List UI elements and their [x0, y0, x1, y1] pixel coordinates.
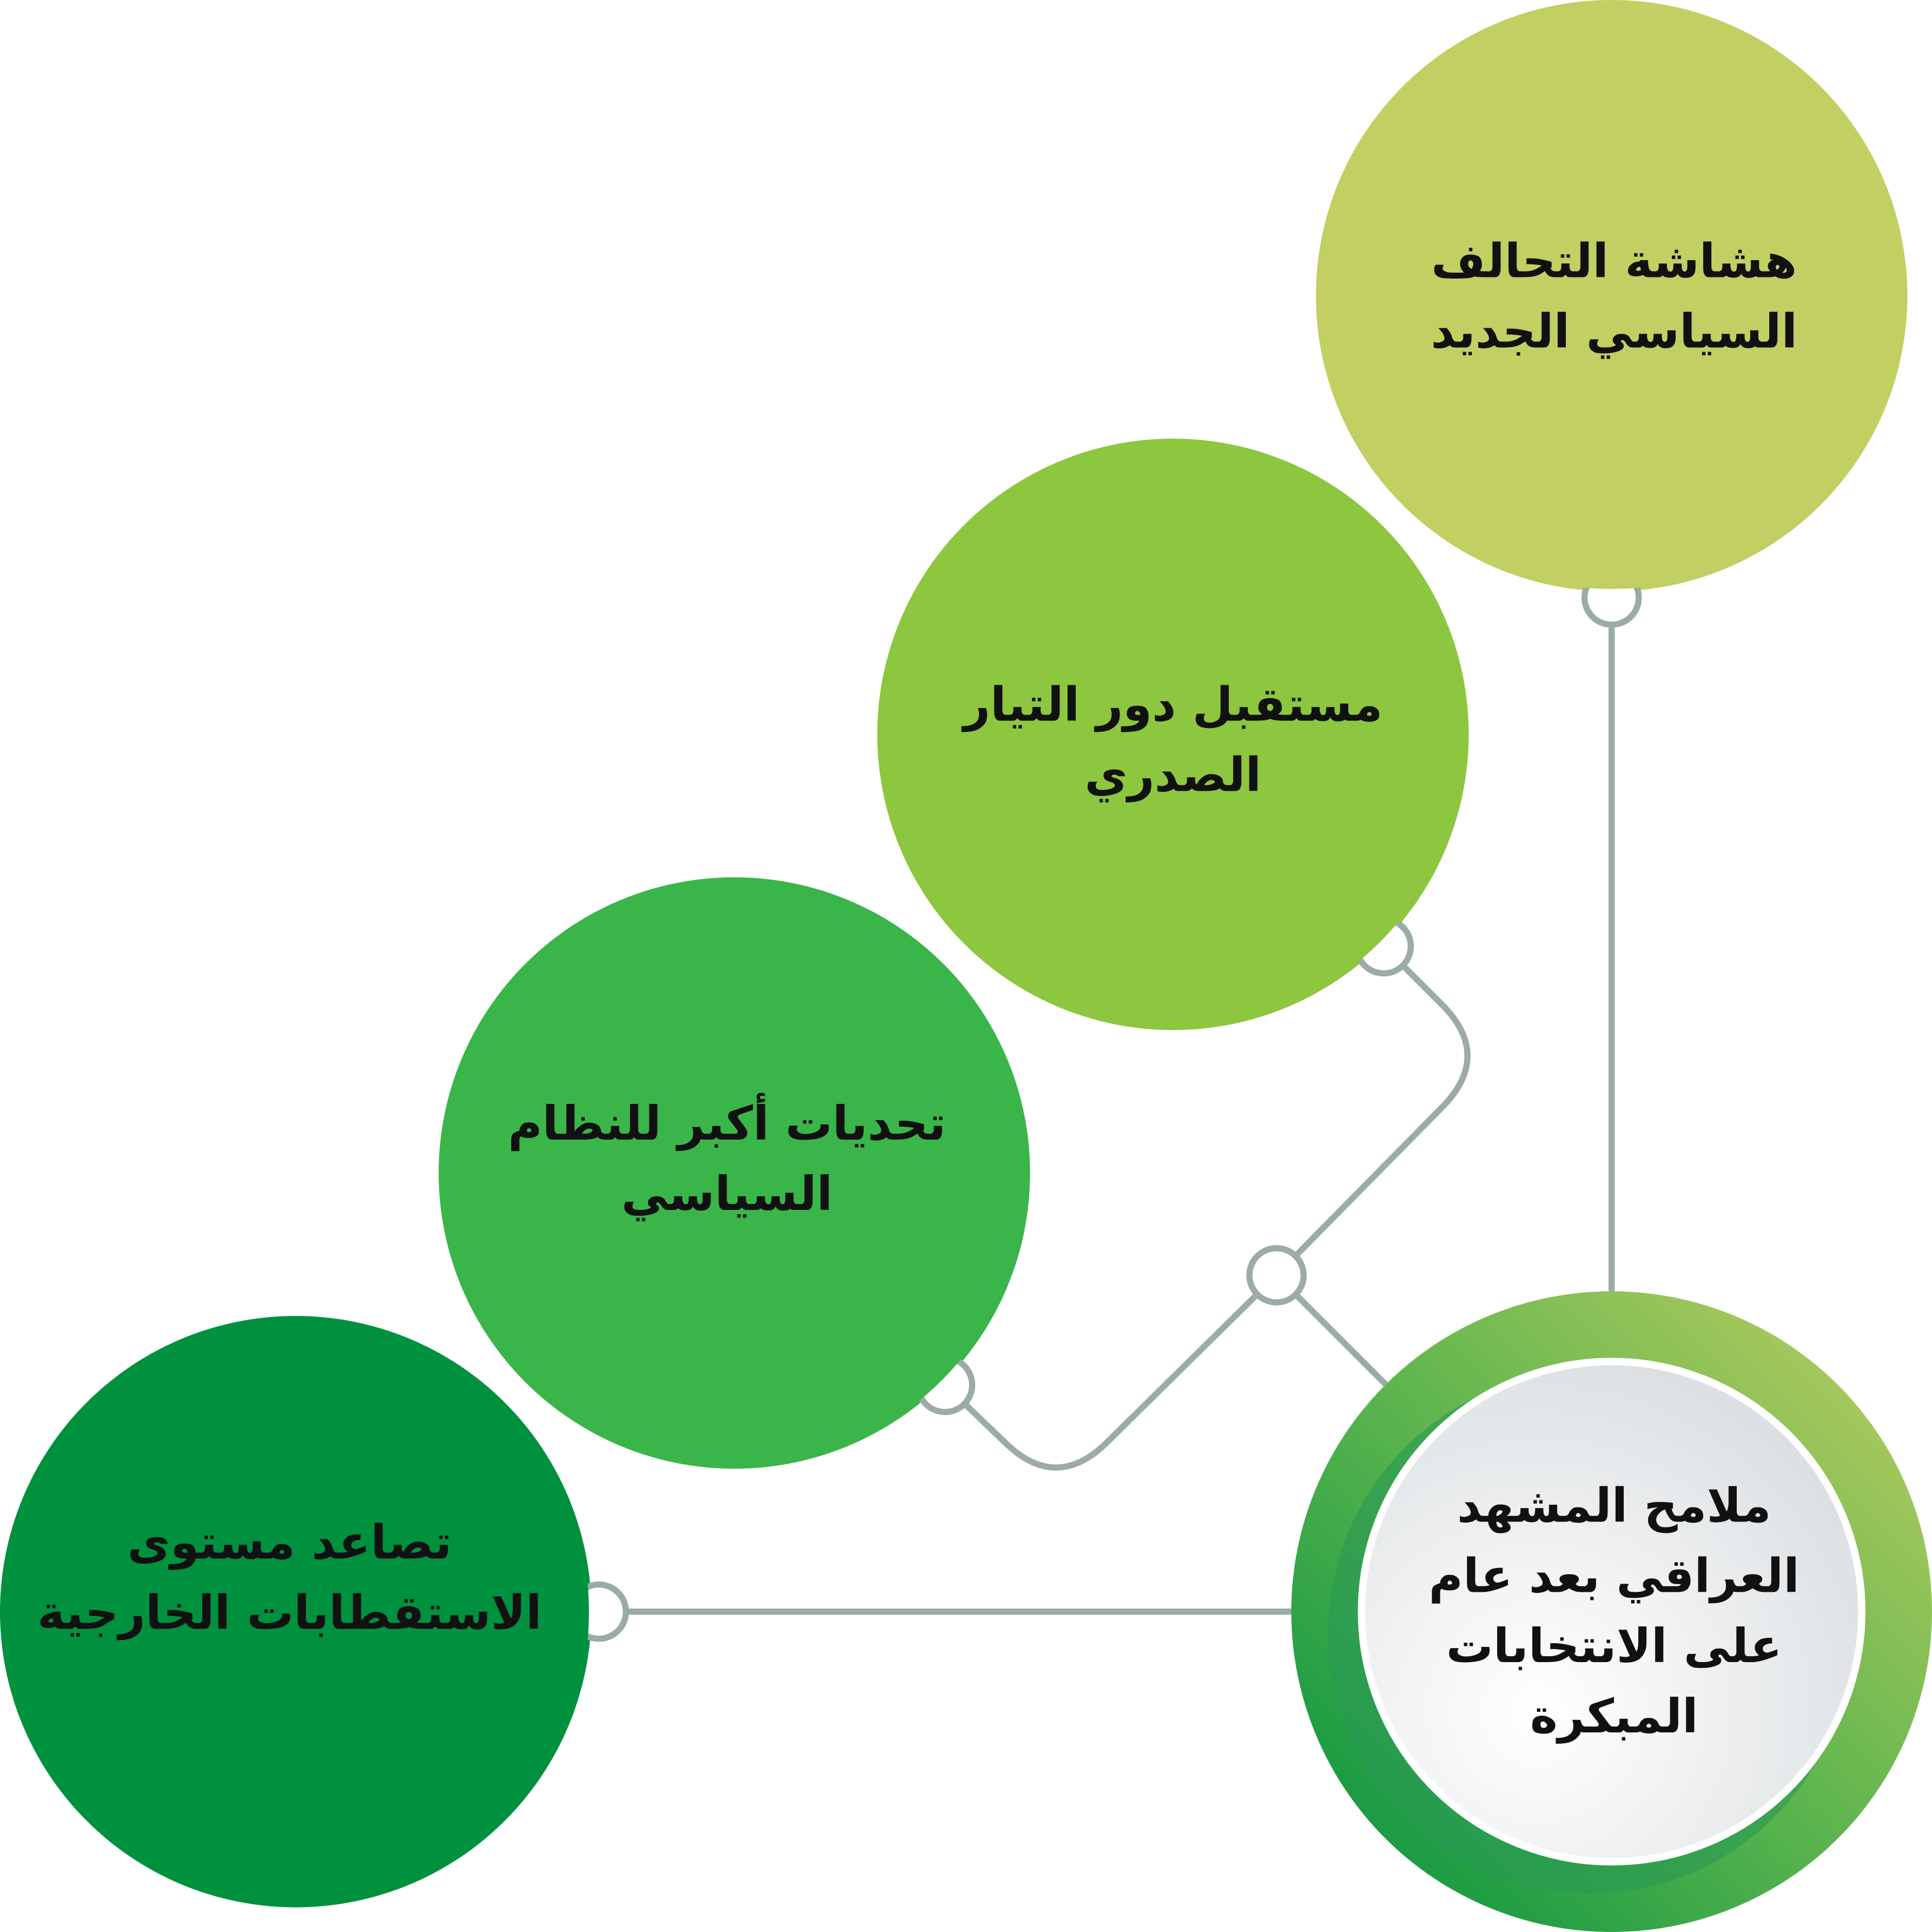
node-1-label-line2: السياسي الجديد [1431, 305, 1797, 359]
node-4-label-line2: الاستقطابات الخارجية [37, 1586, 542, 1640]
node-3-label-line1: تحديات أكبر للنظام [508, 1093, 946, 1151]
node-2-label-line2: الصدري [1084, 749, 1261, 803]
node-4-label-line1: تصاعد مستوى [127, 1516, 452, 1570]
node-3-fill [441, 879, 1028, 1466]
center-label-line4: المبكرة [1530, 1690, 1698, 1744]
node-2-fill [879, 441, 1466, 1028]
center-inner-circle [1358, 1358, 1865, 1865]
node-2-label-line1: مستقبل دور التيار [961, 678, 1382, 732]
node-3-label-line2: السياسي [621, 1167, 833, 1221]
center-label-line1: ملامح المشهد [1457, 1479, 1771, 1533]
node-1-fill [1318, 2, 1905, 589]
center-label-line3: على الانتخابات [1446, 1619, 1782, 1673]
node-4-fill [2, 1318, 589, 1905]
connector-dot [1246, 1245, 1307, 1306]
node-1-label-line1: هشاشة التحالف [1431, 235, 1797, 289]
center-label-line2: العراقي بعد عام [1429, 1549, 1799, 1603]
